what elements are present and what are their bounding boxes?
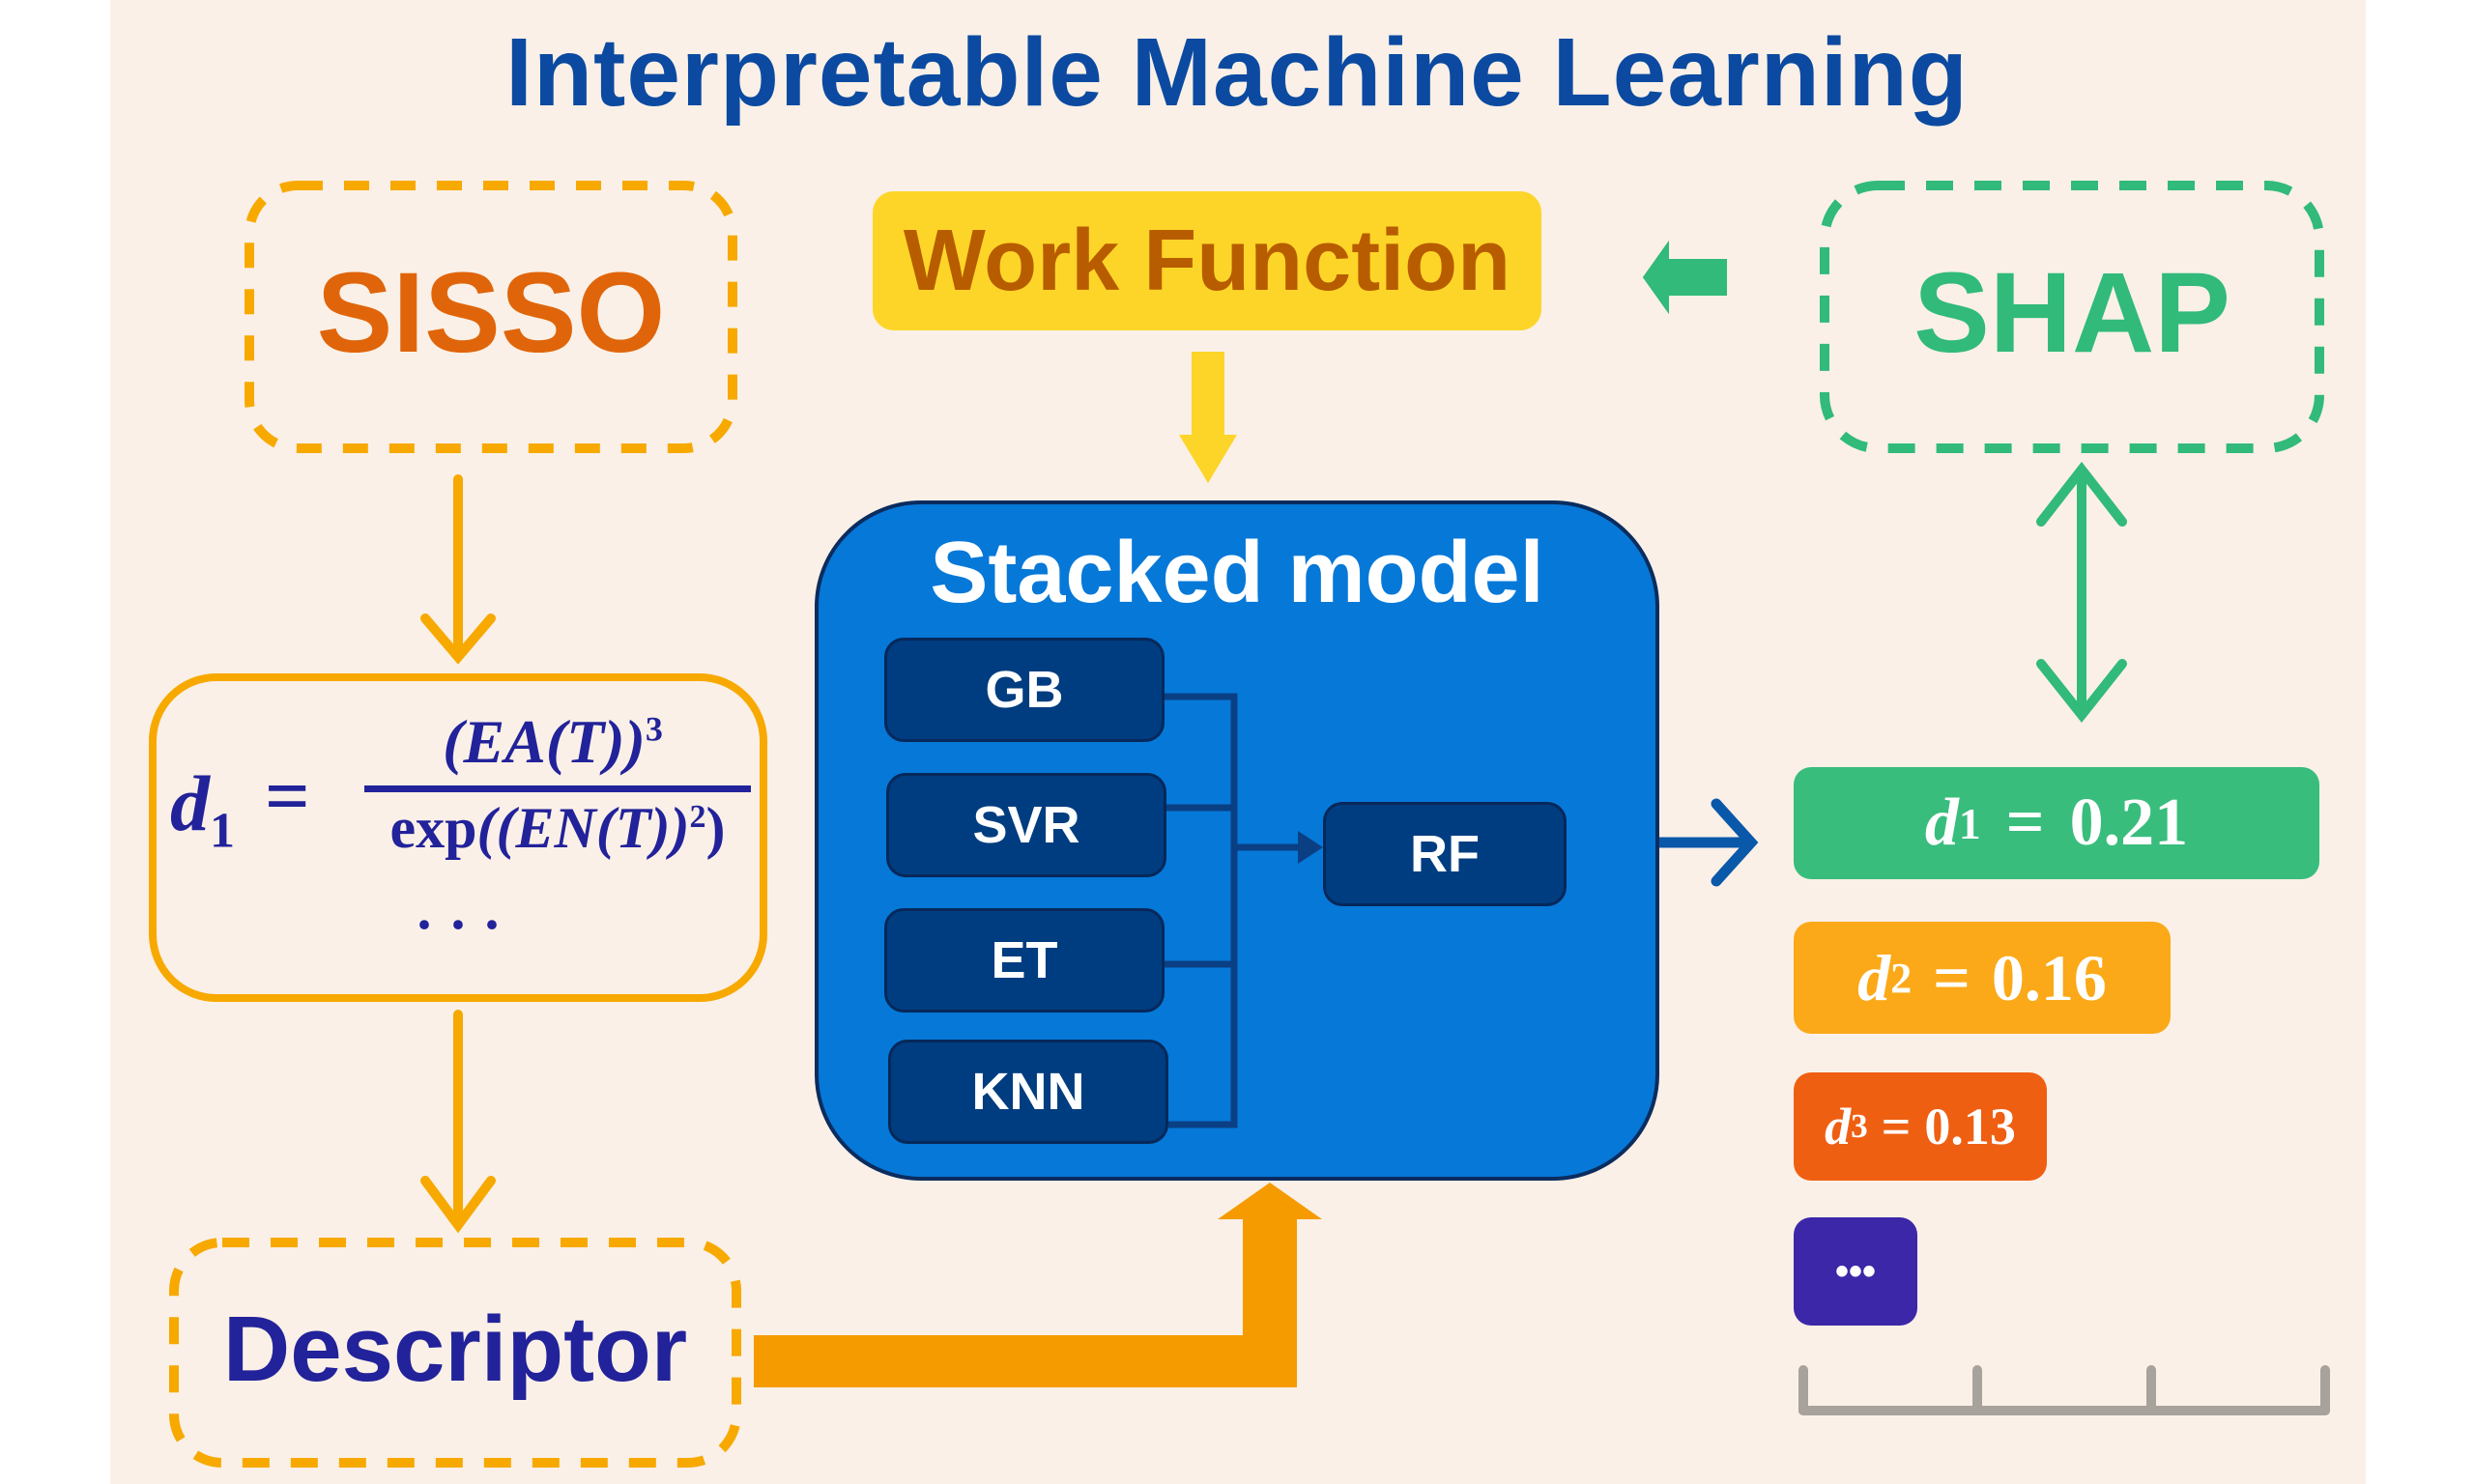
shap-label: SHAP xyxy=(1913,249,2230,377)
base-model-label: ET xyxy=(991,931,1058,989)
formula-numerator-text: (EA(T)) xyxy=(443,707,646,776)
formula-denominator-body: ((EN(T)) xyxy=(476,796,690,860)
stacked-model-box: Stacked model GB SVR ET KNN RF xyxy=(815,500,1659,1181)
stacking-connectors xyxy=(1165,693,1323,1128)
arrow-stacked-to-importance xyxy=(1654,798,1759,887)
bar-value: 0.13 xyxy=(1924,1098,2016,1156)
arrow-shap-importance-bidirectional xyxy=(2036,461,2127,724)
bar-equals: = xyxy=(2005,785,2045,860)
formula-denominator-close: ) xyxy=(705,796,726,860)
connector-arrowhead xyxy=(1298,831,1323,864)
formula-lhs: d1 xyxy=(170,758,235,859)
bar-value: 0.16 xyxy=(1991,940,2107,1014)
formula-ellipsis: · · · xyxy=(414,893,503,956)
work-function-box: Work Function xyxy=(873,191,1541,330)
base-model-et: ET xyxy=(884,908,1165,1013)
base-model-gb: GB xyxy=(884,638,1165,742)
arrow-shap-head xyxy=(1643,241,1669,314)
fraction-bar xyxy=(364,785,751,792)
bar-equals: = xyxy=(1933,940,1971,1014)
diagram-title: Interpretable Machine Learning xyxy=(505,18,1969,127)
arrow-workfunction-to-stacked xyxy=(1179,352,1237,483)
formula-lhs-sub: 1 xyxy=(210,803,235,859)
importance-bar-more: ••• xyxy=(1794,1217,1917,1326)
sisso-label: SISSO xyxy=(316,249,666,377)
importance-axis xyxy=(1798,1365,2330,1415)
formula-lhs-var: d xyxy=(170,759,210,847)
bar-sub: 3 xyxy=(1851,1107,1868,1145)
shap-dashed-box xyxy=(1820,181,2324,453)
meta-model-label: RF xyxy=(1410,825,1480,883)
base-model-knn: KNN xyxy=(888,1040,1168,1144)
stacked-model-title: Stacked model xyxy=(930,525,1544,621)
bar-sub: 2 xyxy=(1890,954,1913,1002)
formula-box: d1 = (EA(T))3 exp((EN(T))2) · · · xyxy=(149,673,767,1002)
bar-equals: = xyxy=(1881,1098,1912,1156)
sisso-dashed-box xyxy=(245,181,737,453)
more-ellipsis: ••• xyxy=(1834,1249,1876,1293)
bar-var: d xyxy=(1825,1098,1852,1156)
base-model-label: GB xyxy=(985,661,1064,719)
formula-numerator-exp: 3 xyxy=(645,709,663,749)
base-model-label: KNN xyxy=(971,1063,1085,1121)
arrow-descriptor-to-stacked xyxy=(754,1183,1322,1387)
base-model-label: SVR xyxy=(972,796,1080,854)
bar-var: d xyxy=(1924,785,1959,860)
formula-numerator: (EA(T))3 xyxy=(360,706,746,778)
bar-sub: 1 xyxy=(1958,798,1981,848)
descriptor-dashed-box xyxy=(169,1238,741,1468)
formula-denominator-fn: exp xyxy=(389,796,477,860)
formula-denominator-exp: 2 xyxy=(689,799,706,835)
arrow-formula-to-descriptor xyxy=(420,1010,496,1234)
meta-model-rf: RF xyxy=(1323,802,1567,906)
bar-value: 0.21 xyxy=(2069,785,2189,860)
descriptor-label: Descriptor xyxy=(222,1298,688,1401)
work-function-label: Work Function xyxy=(903,212,1511,309)
formula-denominator: exp((EN(T))2) xyxy=(360,795,756,862)
bar-var: d xyxy=(1857,940,1891,1014)
formula-equals: = xyxy=(265,752,310,840)
base-model-svr: SVR xyxy=(886,773,1166,877)
arrow-sisso-to-formula xyxy=(420,474,496,665)
